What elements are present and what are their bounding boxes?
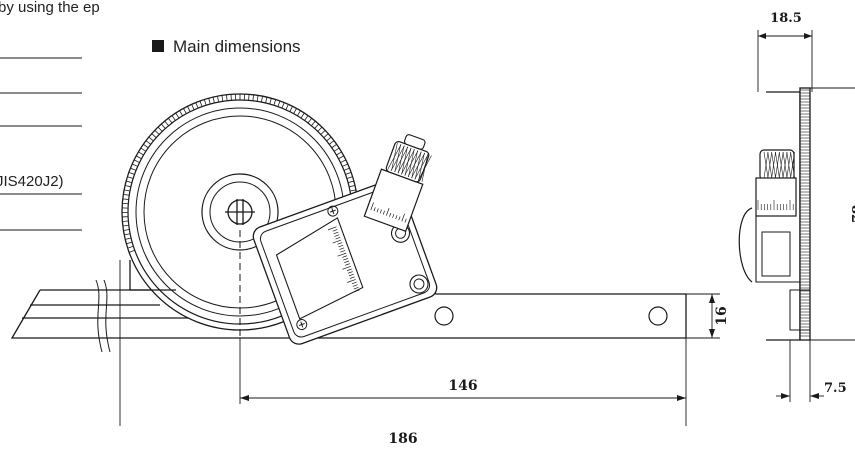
spec-table-lines (0, 57, 82, 231)
dim-146: 146 (448, 378, 477, 394)
square-bullet-icon (152, 40, 164, 52)
intro-text-fragment: by using the ep (0, 0, 100, 16)
dim-side-offset: 7.5 (824, 381, 847, 396)
dim-bar-height: 16 (714, 306, 730, 325)
dim-top-width: 18.5 (770, 11, 802, 26)
micrometer-head (363, 134, 432, 233)
dim-186: 186 (388, 431, 417, 447)
crosshair-icon (225, 199, 255, 225)
section-heading: Main dimensions (152, 37, 301, 56)
protractor-front-view (10, 93, 687, 353)
spec-text-fragment: JIS420J2) (0, 173, 64, 190)
protractor-side-view: 18.5 82 7.5 (738, 11, 855, 402)
section-title: Main dimensions (173, 37, 301, 56)
bar-hole-left (434, 306, 454, 326)
dim-side-height: 82 (848, 205, 855, 223)
arrowheads (240, 294, 715, 401)
bar-hole-right (648, 306, 668, 326)
ruler-blade (10, 279, 240, 353)
hub-outer (201, 173, 279, 251)
